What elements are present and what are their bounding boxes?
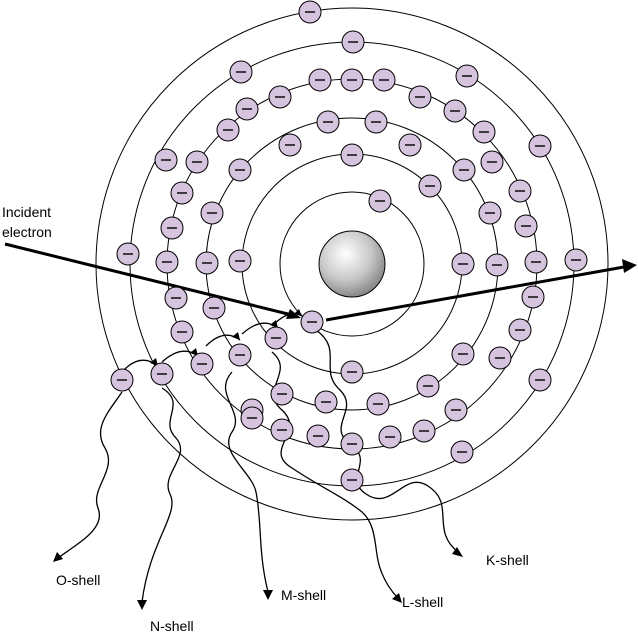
- k-shell-label: K-shell: [486, 552, 529, 568]
- scattered-arrowhead: [622, 259, 637, 273]
- incident-electron-path: [4, 242, 297, 318]
- electron: [229, 60, 253, 84]
- electron: [478, 201, 502, 225]
- l-shell-arrowhead: [392, 593, 402, 603]
- electron: [452, 158, 476, 182]
- electron: [216, 118, 240, 142]
- electron: [451, 342, 475, 366]
- l-shell-label: L-shell: [402, 594, 444, 610]
- electron: [240, 406, 264, 430]
- electron: [508, 318, 532, 342]
- electron: [278, 133, 302, 157]
- electron: [314, 390, 338, 414]
- electron: [200, 201, 224, 225]
- electron: [306, 424, 330, 448]
- electron: [316, 110, 340, 134]
- electron: [341, 30, 365, 54]
- electron: [451, 252, 475, 276]
- incident-electron-label-line1: Incident: [2, 204, 52, 220]
- m-shell-label: M-shell: [281, 587, 327, 603]
- electron: [485, 253, 509, 277]
- electron: [443, 99, 467, 123]
- electron: [524, 250, 548, 274]
- electron: [416, 374, 440, 398]
- arc-arrowhead-3: [232, 332, 240, 340]
- electron: [398, 133, 422, 157]
- electron: [472, 120, 496, 144]
- o-shell-arrowhead: [53, 552, 63, 562]
- electron: [528, 134, 552, 158]
- electron: [340, 68, 364, 92]
- electron: [270, 382, 294, 406]
- m-shell-arrowhead: [263, 590, 273, 600]
- electron: [408, 85, 432, 109]
- electron: [116, 242, 140, 266]
- n-shell-label: N-shell: [150, 618, 194, 634]
- electron: [340, 468, 364, 492]
- electron: [480, 150, 504, 174]
- m-shell-photon: [225, 371, 269, 593]
- electron: [155, 250, 179, 274]
- arc-arrowhead-4: [270, 320, 278, 328]
- electron: [340, 432, 364, 456]
- electron: [170, 181, 194, 205]
- electron: [164, 286, 188, 310]
- electron: [364, 110, 388, 134]
- electron: [564, 248, 588, 272]
- electron: [366, 392, 390, 416]
- o-shell-photon: [57, 391, 123, 559]
- electron: [202, 296, 226, 320]
- electron: [300, 310, 324, 334]
- electron: [228, 343, 252, 367]
- incident-electron-label-line2: electron: [2, 224, 52, 240]
- electron: [268, 85, 292, 109]
- arrowheads: [53, 309, 463, 610]
- nucleus: [318, 230, 386, 298]
- electron: [368, 189, 392, 213]
- electron: [154, 148, 178, 172]
- electron: [264, 326, 288, 350]
- electron: [508, 179, 532, 203]
- incident-arrowhead: [286, 309, 301, 319]
- electron: [190, 352, 214, 376]
- electron: [418, 174, 442, 198]
- electron: [528, 368, 552, 392]
- electron: [340, 143, 364, 167]
- electron: [195, 251, 219, 275]
- electron: [450, 440, 474, 464]
- electron: [150, 362, 174, 386]
- electron: [170, 320, 194, 344]
- arc-arrowhead-1: [150, 358, 158, 366]
- electron: [372, 68, 396, 92]
- scattered-electron-path: [325, 265, 625, 322]
- o-shell-label: O-shell: [56, 572, 101, 588]
- electron: [444, 398, 468, 422]
- electrons: [110, 0, 588, 492]
- electron: [514, 214, 538, 238]
- electron: [340, 360, 364, 384]
- electron: [110, 368, 134, 392]
- electron: [185, 150, 209, 174]
- electron: [298, 0, 322, 24]
- electron-paths: [4, 242, 637, 322]
- electron: [228, 249, 252, 273]
- electron: [412, 419, 436, 443]
- k-shell-ring: [279, 191, 425, 337]
- n-shell-arrowhead: [137, 600, 147, 610]
- electron: [378, 425, 402, 449]
- electron: [235, 97, 259, 121]
- electron: [521, 285, 545, 309]
- electron: [160, 216, 184, 240]
- k-shell-arrowhead: [452, 547, 463, 557]
- electron: [270, 418, 294, 442]
- electron: [308, 68, 332, 92]
- outer-shell-ring: [95, 7, 609, 521]
- electron: [228, 158, 252, 182]
- arc-arrowhead-2: [190, 348, 198, 356]
- electron: [455, 64, 479, 88]
- n-shell-photon: [141, 387, 182, 603]
- electron: [488, 346, 512, 370]
